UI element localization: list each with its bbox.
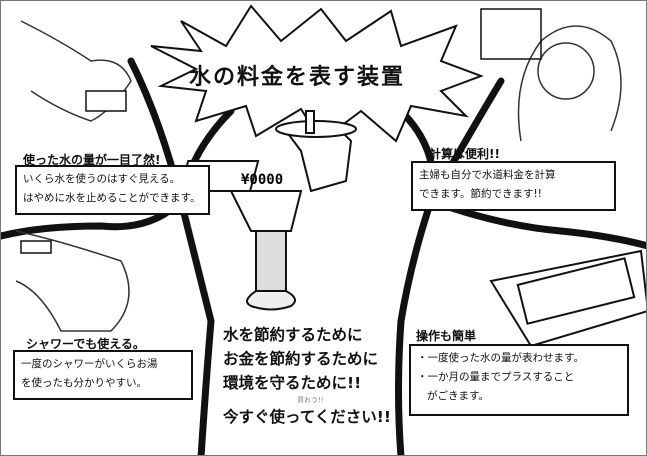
slogan-line: 環境を守るために!! [223, 374, 362, 392]
panel-text-line: がごきます。 [427, 390, 489, 402]
panel-text-line: はやめに水を止めることができます。 [23, 192, 201, 204]
panel-text-line: ・一度使った水の量が表わせます。 [417, 352, 584, 364]
panel-text-line: ・一か月の量までプラスすること [417, 371, 575, 383]
panel-heading-top-left: 使った水の量が一目了然! [23, 153, 161, 167]
slogan: 水を節約するために お金を節約するために 環境を守るために!! 買おう!! 今す… [223, 323, 391, 429]
panel-heading-top-right: 計算は便利!! [429, 147, 500, 161]
panel-top-left: いくら水を使うのはすぐ見える。 はやめに水を止めることができます。 [15, 165, 210, 215]
panel-bottom-left: 一度のシャワーがいくらお湯 を使ったも分かりやすい。 [13, 350, 193, 400]
character-sketches [15, 8, 622, 332]
page-title: 水の料金を表す装置 [189, 65, 406, 90]
faucet-drawing [178, 110, 357, 311]
slogan-annotation: 買おう!! [297, 396, 324, 404]
panel-text-line: 一度のシャワーがいくらお湯 [21, 358, 158, 370]
slogan-line: お金を節約するために [223, 350, 379, 368]
panel-heading-bottom-left: シャワーでも使える。 [26, 337, 145, 351]
title-burst [150, 4, 484, 143]
panel-heading-bottom-right: 操作も簡単 [416, 329, 477, 343]
meter-device-drawing [489, 249, 646, 348]
panel-text-line: を使ったも分かりやすい。 [21, 377, 147, 389]
panel-text-line: いくら水を使うのはすぐ見える。 [23, 173, 181, 185]
meter-display: ¥0000 [241, 172, 283, 188]
slogan-line: 今すぐ使ってください!! [223, 408, 391, 426]
panel-text-line: できます。節約できます!! [419, 188, 542, 200]
slogan-line: 水を節約するために [223, 326, 363, 344]
panel-top-right: 主婦も自分で水道料金を計算 できます。節約できます!! [411, 161, 616, 211]
panel-text-line: 主婦も自分で水道料金を計算 [419, 169, 556, 181]
panel-bottom-right: ・一度使った水の量が表わせます。 ・一か月の量までプラスすること がごきます。 [409, 344, 629, 416]
